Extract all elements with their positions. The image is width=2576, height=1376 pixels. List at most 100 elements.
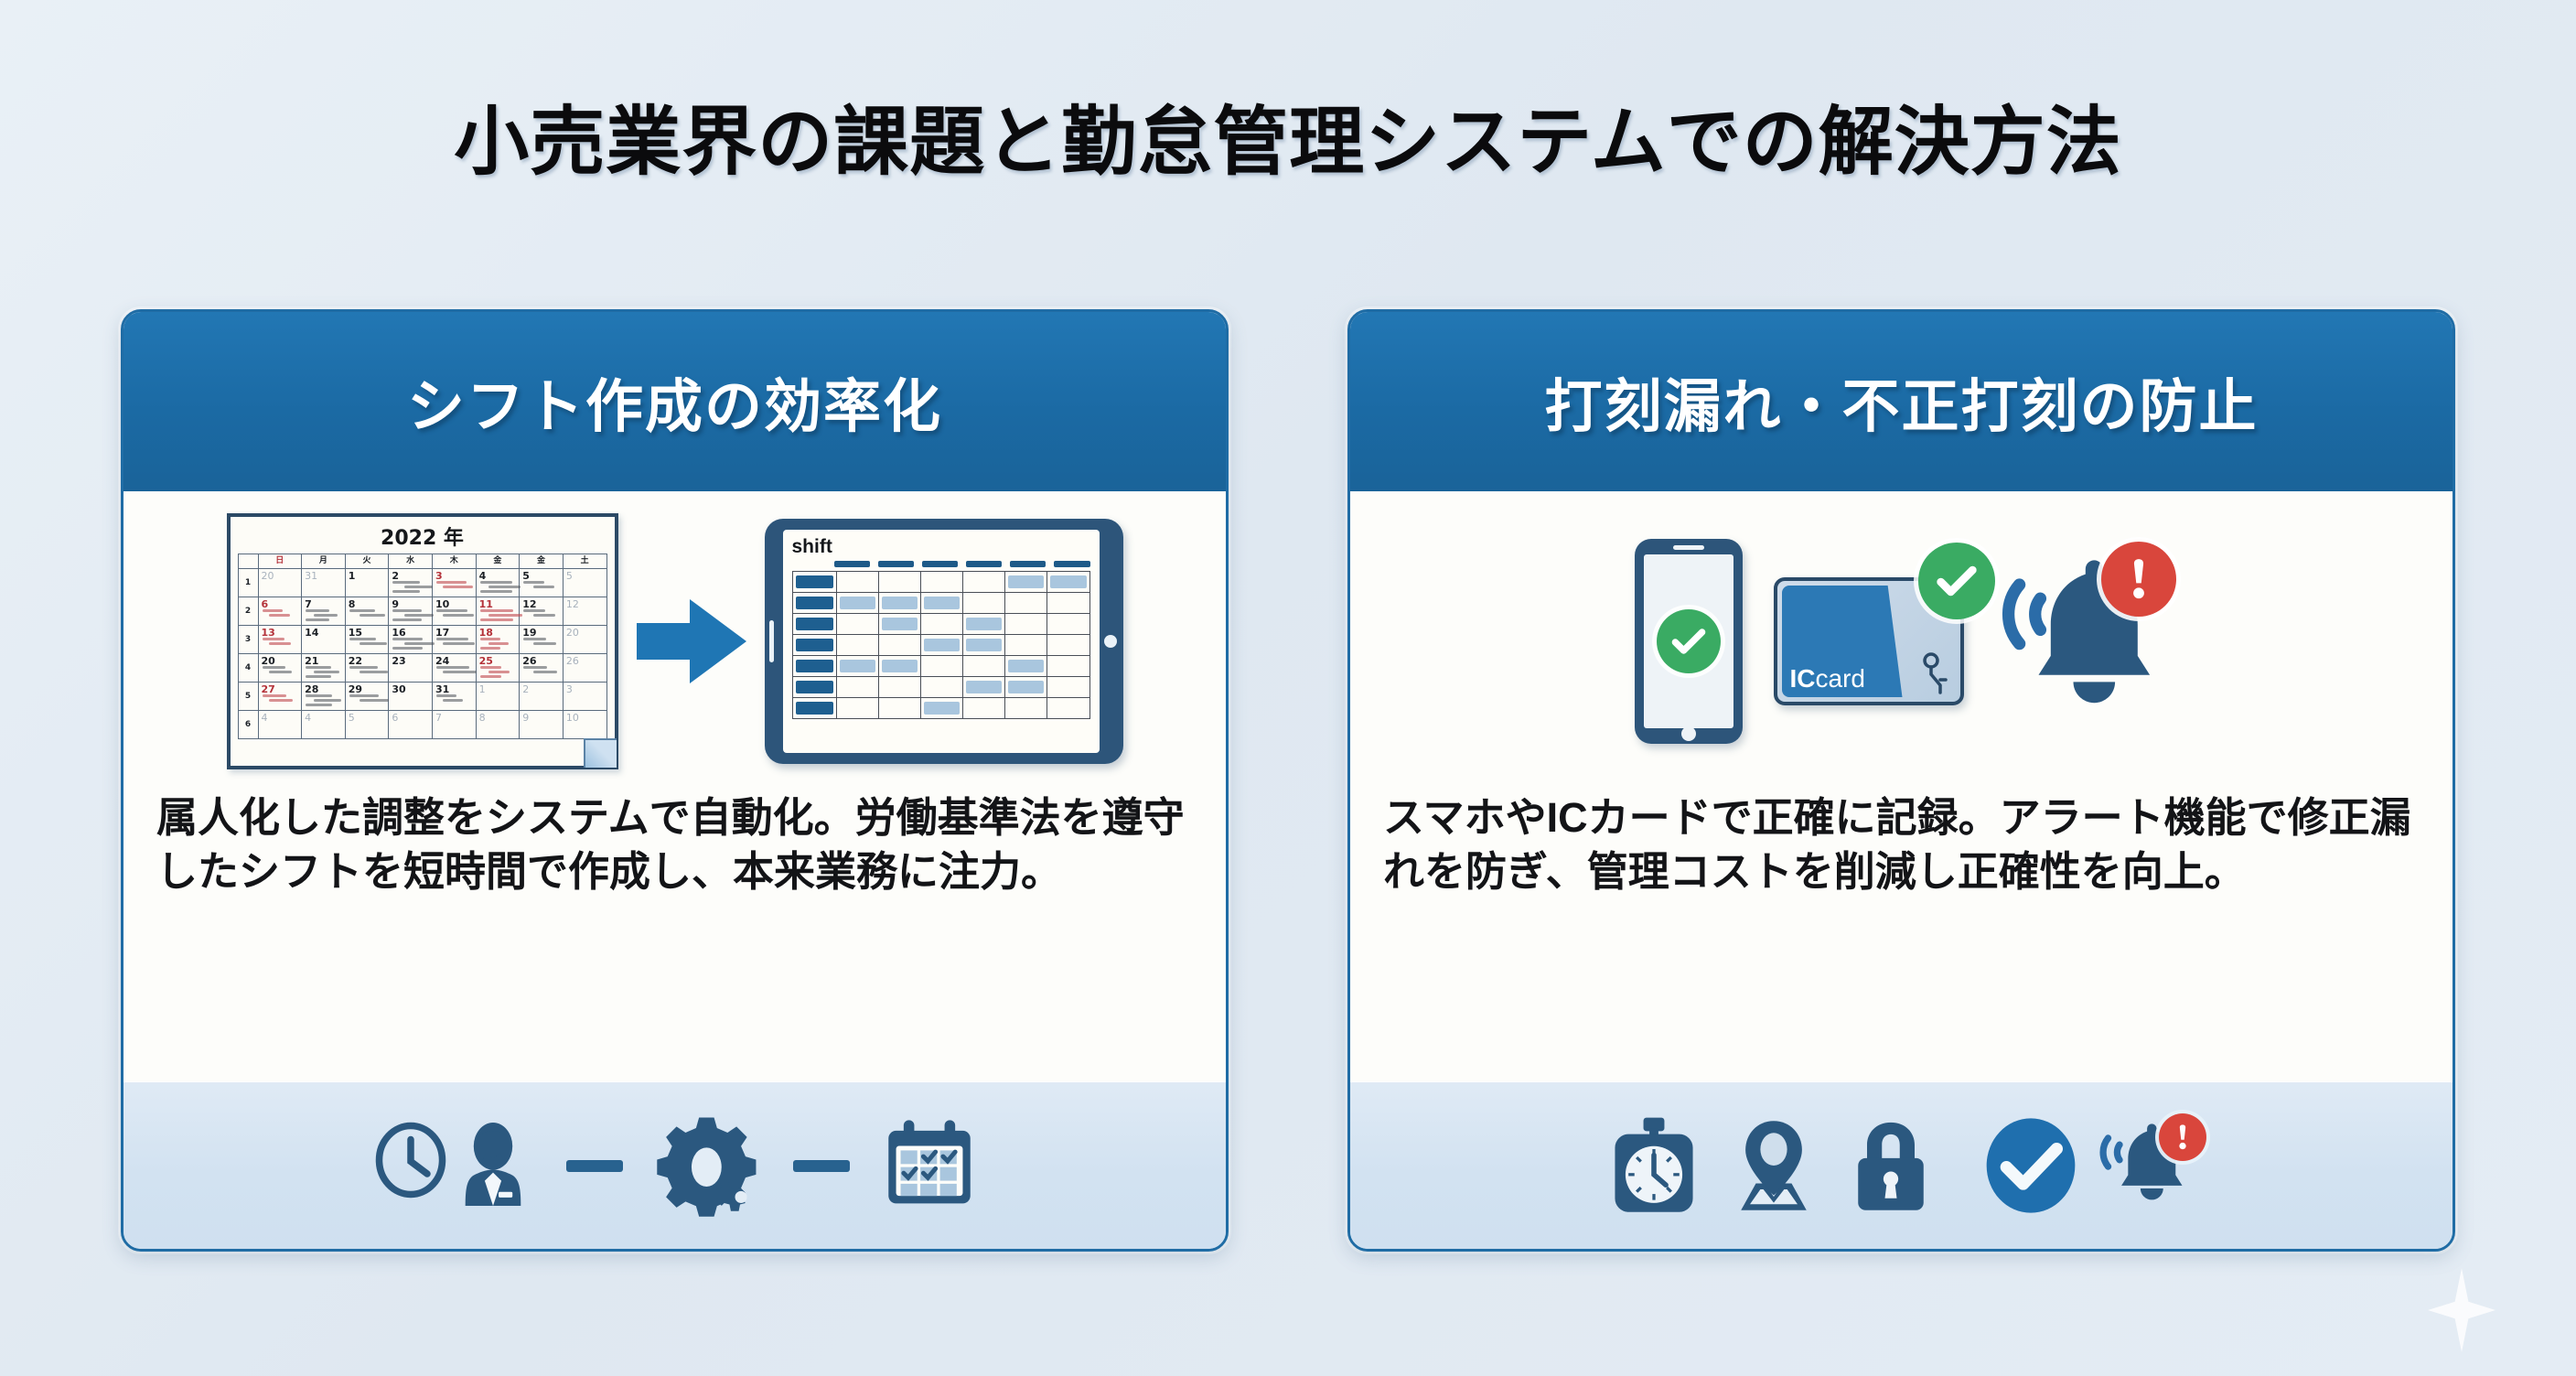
calendar-day-cell: 16: [389, 626, 435, 654]
calendar-handwritten-note: [523, 638, 560, 652]
shift-row-label: [792, 572, 837, 593]
shift-cell: [1005, 593, 1048, 614]
calendar-weekday-header: 木: [433, 554, 477, 569]
card-description-left: 属人化した調整をシステムで自動化。労働基準法を遵守したシフトを短時間で作成し、本…: [156, 794, 1185, 895]
calendar-day-number: 23: [392, 655, 406, 667]
illustration-attendance: ICcard: [1350, 504, 2453, 779]
tablet-screen: shift: [782, 530, 1100, 753]
calendar-day-cell: 12: [520, 597, 564, 626]
calendar-day-cell: 3: [433, 569, 477, 597]
calendar-day-cell: 12: [563, 597, 607, 626]
calendar-handwritten-note: [392, 581, 433, 596]
calendar-day-number: 10: [565, 712, 579, 724]
dash-separator: [792, 1159, 850, 1172]
calendar-handwritten-note: [306, 694, 342, 709]
calendar-day-number: 9: [392, 598, 400, 610]
calendar-handwritten-note: [479, 581, 521, 596]
shift-screen-label: shift: [791, 536, 832, 557]
ic-card-key-icon: [1922, 652, 1948, 694]
card-footer-left: [123, 1081, 1226, 1249]
shift-row-label: [792, 698, 837, 719]
calendar-day-number: 5: [348, 712, 355, 724]
calendar-day-cell: 3: [563, 683, 607, 711]
calendar-day-number: 2: [392, 570, 400, 582]
calendar-day-number: 12: [565, 598, 579, 610]
card-footer-right: [1350, 1081, 2453, 1249]
shift-cell: [1047, 698, 1090, 719]
calendar-day-number: 2: [522, 683, 530, 695]
calendar-day-cell: 20: [258, 654, 303, 683]
calendar-day-cell: 4: [302, 711, 346, 739]
shift-cell: [920, 593, 963, 614]
calendar-weekday-header: 水: [389, 554, 433, 569]
shift-cell: [1047, 656, 1090, 677]
shift-cell: [836, 698, 879, 719]
calendar-row-number: 2: [238, 597, 259, 626]
shift-column-headers: [833, 561, 1090, 567]
shift-cell: [963, 635, 1006, 656]
calendar-day-number: 5: [522, 570, 530, 582]
shift-cell: [878, 593, 921, 614]
calendar-day-number: 12: [522, 598, 537, 610]
shift-cell: [963, 698, 1006, 719]
calendar-day-cell: 14: [302, 626, 346, 654]
calendar-day-number: 31: [435, 683, 450, 695]
shift-cell: [1005, 572, 1048, 593]
shift-cell: [878, 635, 921, 656]
calendar-day-number: 17: [435, 627, 450, 639]
calendar-day-number: 4: [478, 570, 487, 582]
ic-card-label-light: card: [1815, 664, 1865, 693]
check-circle-icon: [1656, 609, 1721, 673]
ic-card-group: ICcard: [1773, 543, 1995, 705]
shift-cell: [836, 572, 879, 593]
calendar-day-number: 10: [435, 598, 450, 610]
shift-cell: [920, 698, 963, 719]
bell-alert-group: [1995, 542, 2176, 737]
calendar-day-cell: 6: [258, 597, 303, 626]
card-clock-in-prevention[interactable]: 打刻漏れ・不正打刻の防止: [1347, 309, 2455, 1252]
calendar-day-cell: 26: [563, 654, 607, 683]
calendar-day-cell: 19: [520, 626, 564, 654]
calendar-day-cell: 15: [345, 626, 390, 654]
calendar-day-cell: 28: [302, 683, 346, 711]
calendar-day-cell: 4: [476, 569, 521, 597]
calendar-day-number: 21: [305, 655, 319, 667]
calendar-day-cell: 27: [258, 683, 303, 711]
calendar-year-label: 2022 年: [381, 527, 464, 550]
calendar-day-cell: 9: [520, 711, 564, 739]
calendar-handwritten-note: [262, 609, 299, 624]
shift-cell: [836, 593, 879, 614]
shift-cell: [878, 698, 921, 719]
shift-cell: [1047, 614, 1090, 635]
page-title: 小売業界の課題と勤怠管理システムでの解決方法: [454, 101, 2122, 184]
shift-cell: [1005, 614, 1048, 635]
calendar-handwritten-note: [262, 694, 299, 709]
calendar-handwritten-note: [523, 609, 560, 624]
calendar-day-number: 26: [565, 655, 579, 667]
smartphone-icon: [1634, 539, 1743, 744]
calendar-day-number: 16: [392, 627, 406, 639]
shift-cell: [1047, 593, 1090, 614]
calendar-day-cell: 22: [345, 654, 390, 683]
calendar-day-cell: 10: [563, 711, 607, 739]
calendar-handwritten-note: [349, 694, 389, 709]
calendar-day-cell: 26: [520, 654, 564, 683]
calendar-day-number: 25: [478, 655, 493, 667]
tablet-volume-button: [768, 620, 774, 662]
calendar-check-icon: [887, 1120, 971, 1204]
tablet-device-icon: shift: [764, 519, 1123, 764]
calendar-day-number: 20: [261, 655, 275, 667]
shift-cell: [836, 656, 879, 677]
calendar-row-number: 1: [238, 569, 259, 597]
calendar-handwritten-note: [436, 666, 477, 681]
calendar-day-number: 5: [565, 570, 573, 582]
shift-row-label: [792, 656, 837, 677]
shift-cell: [920, 614, 963, 635]
calendar-day-cell: 13: [258, 626, 303, 654]
calendar-row-number: 5: [238, 683, 259, 711]
calendar-day-number: 9: [522, 712, 530, 724]
calendar-day-number: 1: [348, 570, 356, 582]
calendar-handwritten-note: [262, 638, 299, 652]
